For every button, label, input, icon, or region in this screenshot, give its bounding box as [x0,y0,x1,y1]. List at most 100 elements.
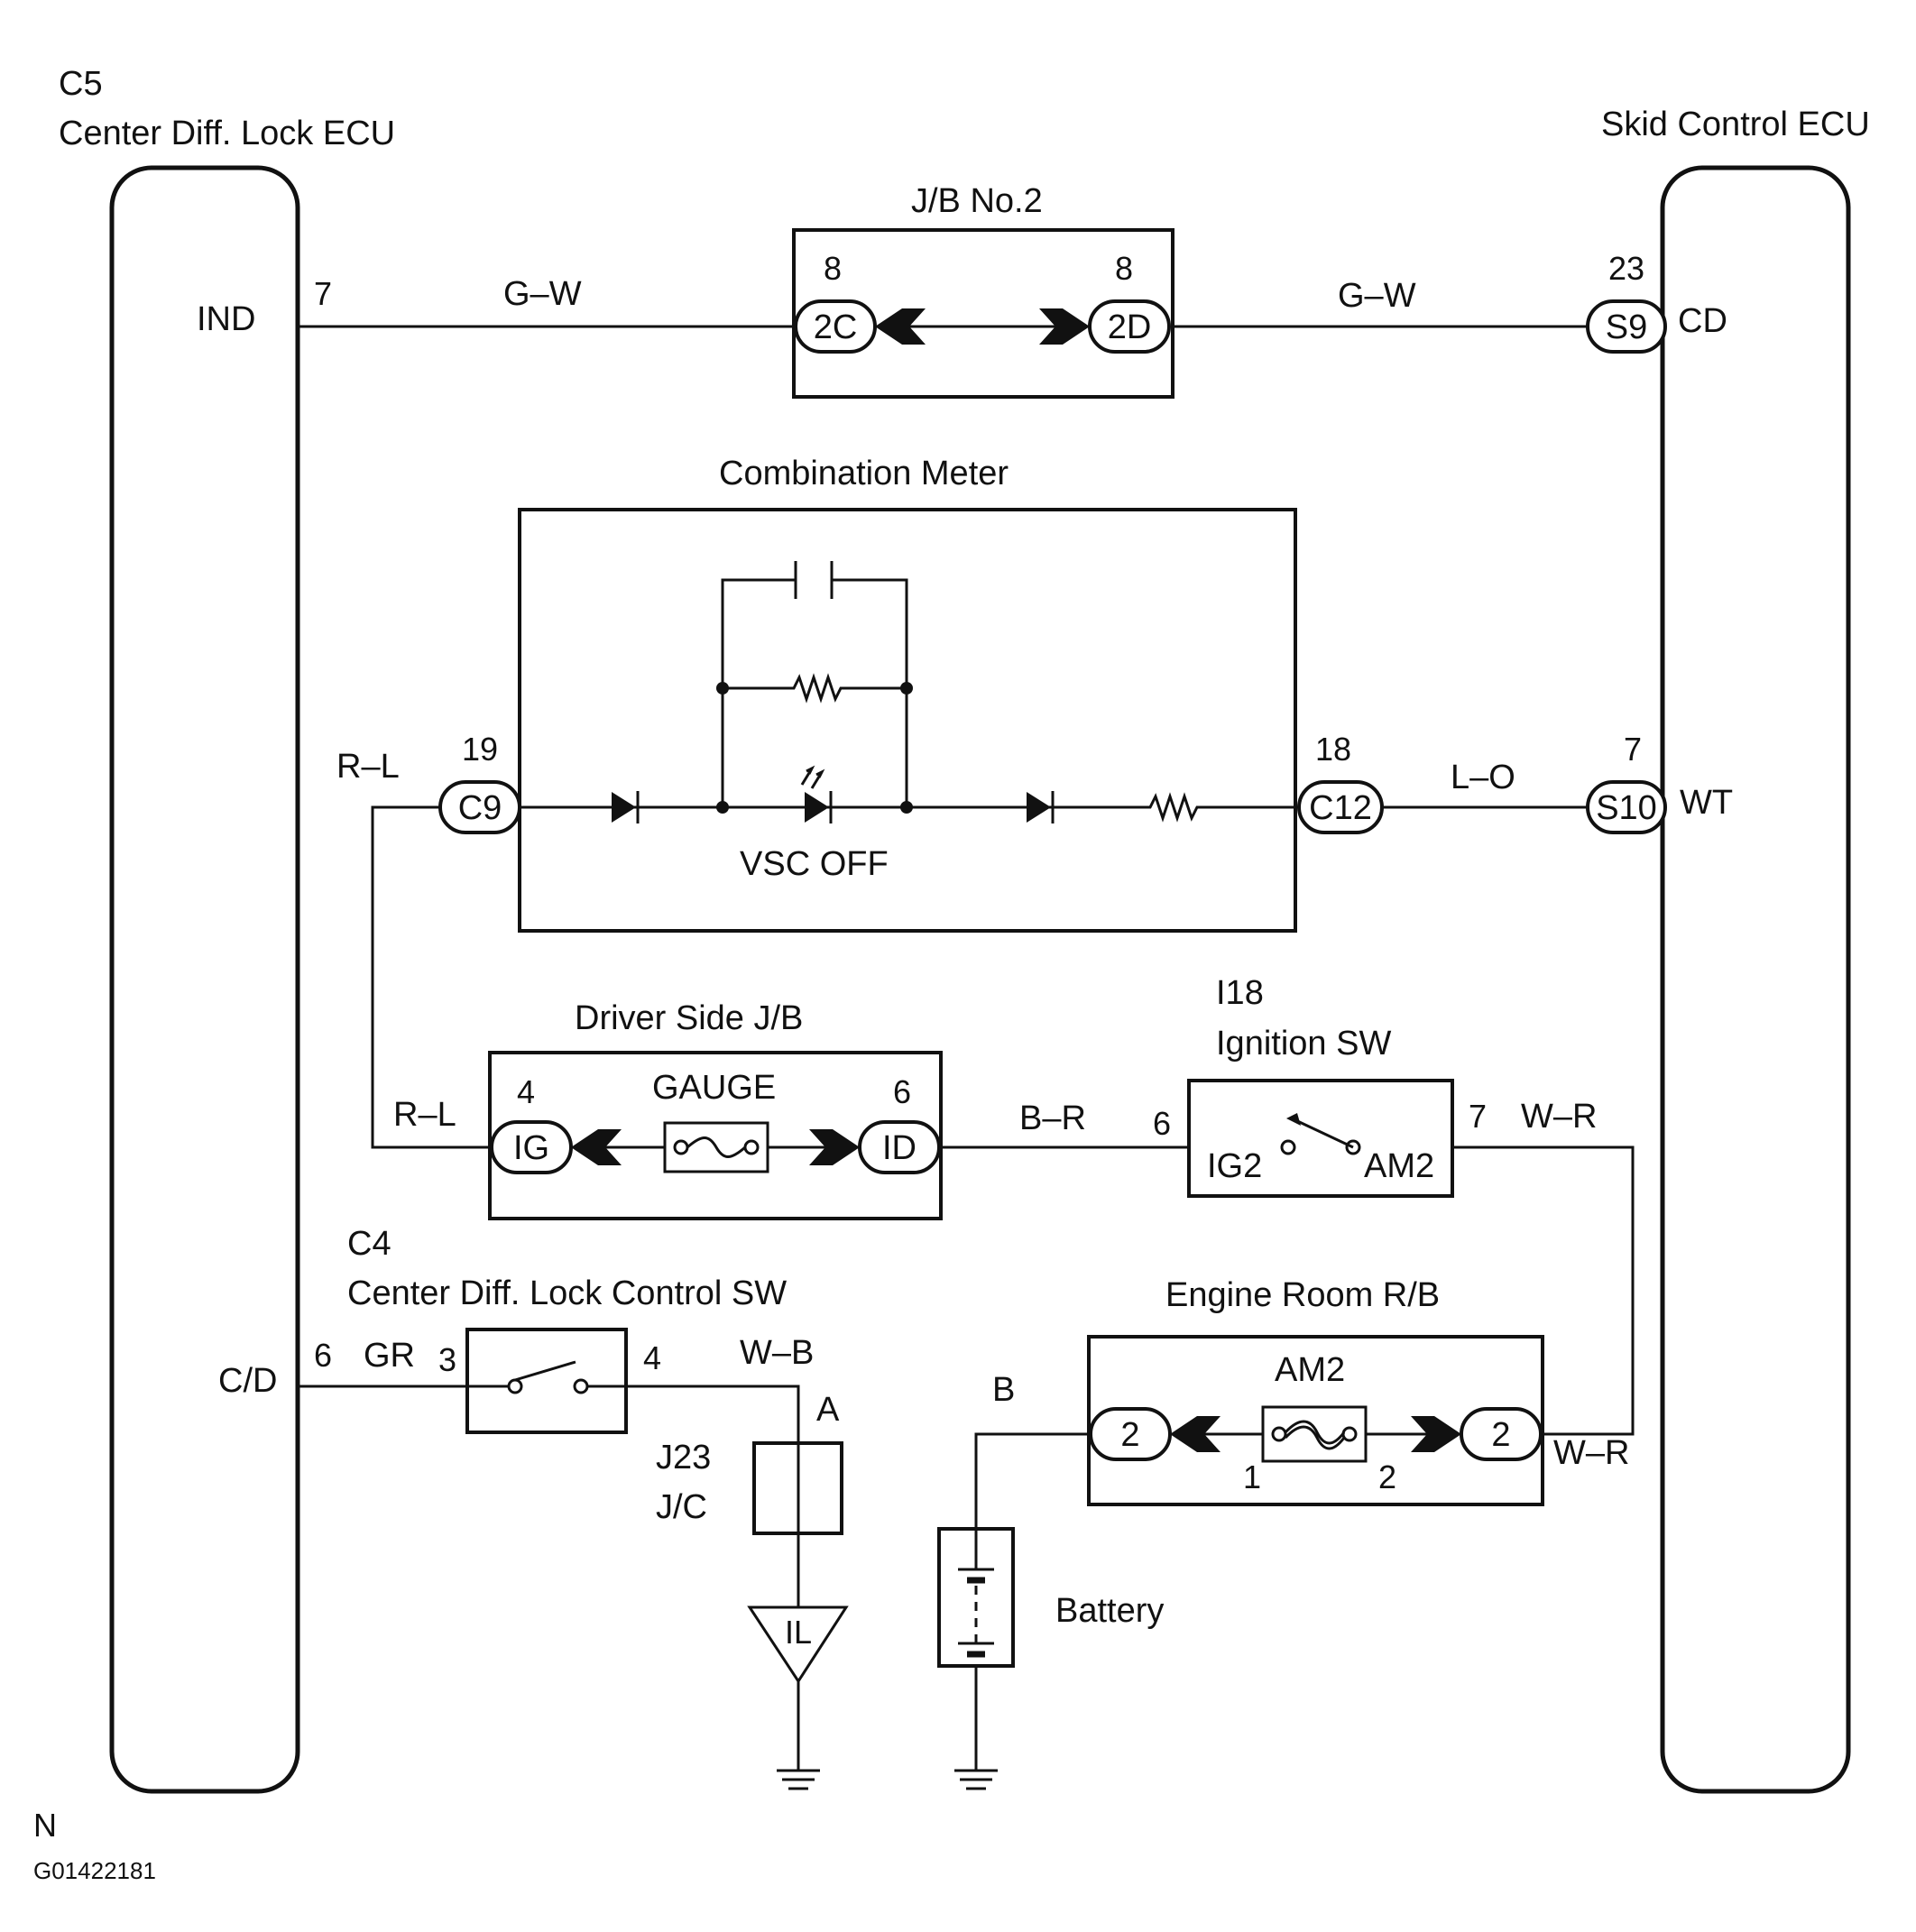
wire-wr-top-label: W–R [1521,1098,1597,1136]
am2-fuse-element [1284,1420,1346,1450]
center-diff-lock-ecu-code: C5 [59,65,103,103]
connector-s10 [1586,780,1667,834]
driver-jb-fuse-label: GAUGE [652,1069,776,1107]
ignition-sw-lever [1291,1117,1354,1149]
jb-no2-title: J/B No.2 [911,182,1043,220]
wire-rl-bottom-label: R–L [393,1096,456,1134]
junction-dot-3 [716,801,729,814]
connector-rb-left-label: 2 [1120,1416,1139,1454]
control-sw-contact-left [507,1378,523,1394]
ground-icon [777,1769,820,1790]
ignition-sw-term-right: AM2 [1364,1147,1434,1185]
control-sw-name: Center Diff. Lock Control SW [347,1274,787,1312]
ignition-sw-pin-left: 6 [1153,1105,1171,1142]
driver-jb-box [488,1051,943,1220]
connector-id-label: ID [882,1129,917,1167]
pin-c12-number: 18 [1315,731,1351,768]
jb-no2-box [792,228,1174,399]
pin-cd-number: 6 [314,1337,332,1374]
connector-2c-label: 2C [814,308,858,346]
wire-lo-label: L–O [1451,759,1515,796]
terminal-cd-label: CD [1678,302,1727,340]
wire-rb-to-battery [974,1432,1089,1529]
engine-rb-title: Engine Room R/B [1165,1276,1440,1314]
resistor-branch-wire [723,673,907,704]
terminal-wt-label: WT [1680,784,1733,822]
pin-ind-number: 7 [314,275,332,312]
skid-control-ecu-name: Skid Control ECU [1601,106,1870,143]
ignition-sw-box [1187,1079,1454,1198]
am2-fuse-contact-left [1271,1426,1287,1442]
control-sw-box [465,1328,628,1434]
combination-meter-box [518,508,1297,933]
connector-s9-label: S9 [1606,308,1647,346]
figure-id: G01422181 [33,1857,156,1884]
wire-switch-to-jc [626,1385,800,1443]
skid-control-ecu-body [1660,165,1851,1794]
diode-2-icon [1027,792,1051,823]
ground-point-il-icon [747,1605,849,1684]
ignition-sw-code: I18 [1216,974,1264,1012]
control-sw-code: C4 [347,1225,391,1263]
junction-dot-4 [900,801,913,814]
wire-rl-vertical [371,805,492,1149]
control-sw-pin-left: 3 [438,1341,456,1378]
connector-c12-label: C12 [1309,789,1372,827]
wire-wb-label: W–B [740,1334,814,1372]
connector-s9 [1586,299,1667,354]
connector-ig-label: IG [513,1129,549,1167]
driver-jb-pin-right: 6 [893,1073,911,1110]
combination-meter-title: Combination Meter [719,455,1009,492]
chevron-right-icon [1039,308,1090,345]
terminal-cd-left-label: C/D [218,1362,277,1400]
junction-dot-1 [716,682,729,695]
jc-code: J23 [656,1439,711,1477]
center-diff-lock-ecu-name: Center Diff. Lock ECU [59,115,395,152]
ignition-sw-contact-left [1280,1139,1296,1155]
ignition-sw-name: Ignition SW [1216,1025,1391,1063]
chevron-left-icon [1170,1416,1221,1452]
gauge-fuse-element [686,1136,746,1158]
jc-terminal-a: A [816,1391,840,1429]
ignition-sw-lever-tip [1286,1113,1301,1126]
junction-dot-2 [900,682,913,695]
wire-wr-bottom-label: W–R [1553,1434,1629,1472]
wire-rl-top-label: R–L [336,748,400,786]
battery-label: Battery [1055,1592,1164,1630]
ignition-sw-pin-right: 7 [1469,1098,1487,1135]
vsc-off-led-icon [805,792,829,823]
wire-gr-label: GR [364,1337,415,1375]
ground-icon [954,1769,998,1790]
gauge-fuse-icon [663,1121,769,1173]
chevron-right-icon [809,1129,860,1165]
chevron-right-icon [1411,1416,1461,1452]
meter-resistor [1141,792,1299,823]
connector-rb-right-label: 2 [1491,1416,1510,1454]
pin-s10-number: 7 [1624,731,1642,768]
connector-2d-label: 2D [1108,308,1152,346]
ground-point-il-label: IL [785,1614,812,1651]
wire-am2-to-rb [1452,1145,1635,1436]
jb-no2-pin-right: 8 [1115,250,1133,287]
led-light-arrows-icon [800,765,825,789]
control-sw-lever [514,1360,576,1382]
connector-2d [1088,299,1171,354]
engine-rb-pin-left: 1 [1243,1458,1261,1495]
driver-jb-pin-left: 4 [517,1073,535,1110]
connector-s10-label: S10 [1596,789,1657,827]
center-diff-lock-ecu-body [109,165,300,1794]
jb-no2-pin-left: 8 [824,250,842,287]
chevron-left-icon [571,1129,622,1165]
ignition-sw-term-left: IG2 [1207,1147,1262,1185]
wire-b-label: B [992,1371,1015,1409]
wire-gw-right-label: G–W [1338,277,1416,315]
connector-id [858,1120,941,1174]
chevron-left-icon [875,308,926,345]
engine-rb-pin-right: 2 [1378,1458,1396,1495]
wire-gw-left-label: G–W [503,275,582,313]
control-sw-contact-right [573,1378,589,1394]
control-sw-pin-right: 4 [643,1339,661,1376]
capacitor-branch-wire [721,578,908,807]
pin-c9-number: 19 [462,731,498,768]
driver-jb-title: Driver Side J/B [575,999,803,1037]
